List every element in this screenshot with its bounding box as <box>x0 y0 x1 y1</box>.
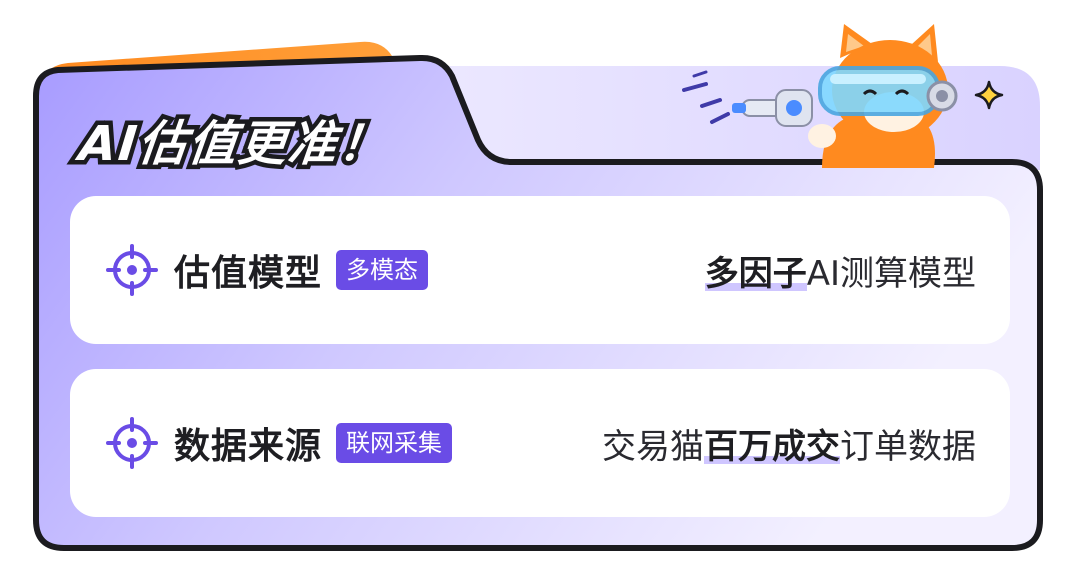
desc-highlight: 百万成交 <box>704 426 840 467</box>
feature-tag: 联网采集 <box>336 423 453 463</box>
sparkle-star-icon <box>974 80 1004 110</box>
feature-tag: 多模态 <box>336 250 429 290</box>
data-source-row: 数据来源 联网采集 交易猫百万成交订单数据 <box>70 369 1010 517</box>
desc-highlight: 多因子 <box>704 253 807 294</box>
valuation-model-row: 估值模型 多模态 多因子AI测算模型 <box>70 196 1010 344</box>
mascot-cat-icon <box>682 24 958 168</box>
row-title: 数据来源 <box>174 426 323 467</box>
page-title: AI估值更准！ <box>72 112 396 177</box>
desc-text: AI测算模型 <box>806 253 976 294</box>
row-description: 多因子AI测算模型 <box>704 246 976 295</box>
desc-text: 订单数据 <box>840 426 976 467</box>
row-description: 交易猫百万成交订单数据 <box>602 419 976 468</box>
crosshair-target-icon <box>106 417 158 469</box>
row-title: 估值模型 <box>174 253 323 294</box>
crosshair-target-icon <box>106 244 158 296</box>
desc-text: 交易猫 <box>602 426 704 467</box>
